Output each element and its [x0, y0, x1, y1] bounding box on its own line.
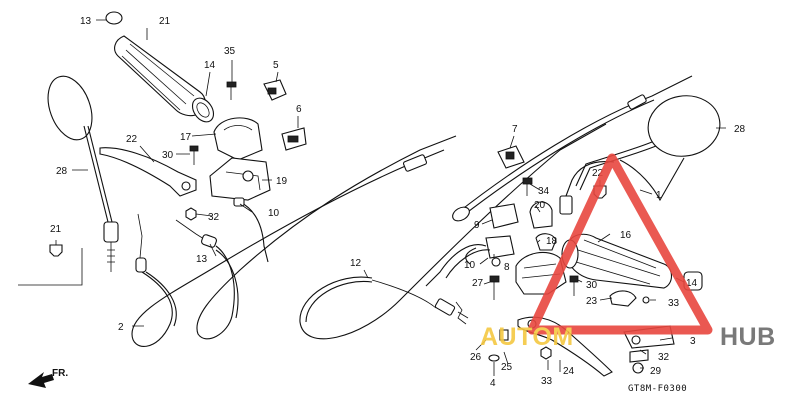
- callout-6: 6: [296, 104, 302, 115]
- callout-labels: 13 21 14 35 5 6 17 22 30 28 19 32 10 13 …: [50, 16, 746, 389]
- callout-22: 22: [126, 134, 138, 145]
- bolt-30-left: [189, 145, 199, 165]
- callout-32-left: 32: [208, 212, 220, 223]
- right-mirror: [575, 95, 721, 191]
- watermark-text-right: HUB: [720, 323, 776, 351]
- brake-switch-assembly: [465, 201, 557, 265]
- screw-34: [522, 177, 533, 196]
- callout-10-left: 10: [268, 208, 280, 219]
- leader-lines: [72, 19, 726, 376]
- hardware-26-25-4: [455, 301, 509, 362]
- callout-33: 33: [668, 298, 680, 309]
- callout-3: 3: [690, 336, 696, 347]
- callout-16: 17: [180, 132, 192, 143]
- grip-left: [105, 11, 215, 123]
- callout-21-right: 22: [592, 168, 604, 179]
- switch-housing-upper: [213, 117, 263, 161]
- watermark-logo: AUTOM HUB: [480, 153, 776, 351]
- callout-28-left: 28: [56, 166, 68, 177]
- callout-13-left: 13: [80, 16, 92, 27]
- callout-11: 12: [350, 258, 362, 269]
- callout-25: 25: [501, 362, 513, 373]
- callout-30-right: 30: [586, 280, 598, 291]
- callout-26: 26: [470, 352, 482, 363]
- wire-10-right: [425, 244, 501, 287]
- callout-28-right: 28: [734, 124, 746, 135]
- screw-35: [226, 81, 237, 100]
- callout-4: 4: [490, 378, 496, 389]
- bolt-27: [489, 275, 500, 300]
- front-direction-indicator: FR.: [28, 368, 68, 388]
- cable-1: [619, 157, 685, 202]
- cap-21-left: [18, 240, 83, 286]
- right-cable: [452, 75, 693, 222]
- callout-31: 32: [658, 352, 670, 363]
- nut-32-left: [185, 207, 197, 221]
- choke-cable: [299, 123, 607, 340]
- throttle-cable: [175, 135, 457, 340]
- callout-29: 29: [650, 366, 662, 377]
- callout-18: 19: [276, 176, 288, 187]
- callout-19: 18: [546, 236, 558, 247]
- callout-12: 13: [196, 254, 208, 265]
- clutch-lever: [99, 147, 197, 197]
- switch-7: [497, 145, 525, 169]
- watermark-triangle-icon: [527, 153, 713, 335]
- callout-32-right: 33: [541, 376, 553, 387]
- callout-10-right: 10: [464, 260, 476, 271]
- wire-10-left: [233, 197, 269, 263]
- watermark-text-left: AUTOM: [480, 323, 574, 351]
- callout-20: 20: [534, 200, 546, 211]
- hardware-23-33: [609, 290, 650, 307]
- diagram-code: GT8M-F0300: [628, 384, 687, 394]
- callout-14: 14: [204, 60, 216, 71]
- callout-13-right: 14: [686, 278, 698, 289]
- bolt-30-right: [569, 275, 579, 296]
- callout-2: 2: [118, 322, 124, 333]
- callout-30-left: 30: [162, 150, 174, 161]
- switch-6: [281, 127, 307, 151]
- clutch-cable: [131, 149, 445, 347]
- callout-1: 1: [656, 190, 662, 201]
- callout-17: 21: [159, 16, 171, 27]
- callout-7: 7: [512, 124, 518, 135]
- callout-9: 9: [474, 220, 480, 231]
- callout-27: 27: [472, 278, 484, 289]
- switch-5: [263, 79, 287, 101]
- front-label: FR.: [52, 368, 68, 379]
- callout-21-left: 21: [50, 224, 62, 235]
- callout-24: 24: [563, 366, 575, 377]
- callout-5: 5: [273, 60, 279, 71]
- callout-34: 34: [538, 186, 550, 197]
- switch-housing-lower: [209, 157, 271, 201]
- callout-15: 16: [620, 230, 632, 241]
- callout-23: 23: [586, 296, 598, 307]
- callout-8: 8: [504, 262, 510, 273]
- left-mirror: [47, 75, 119, 272]
- nut-32-right: [540, 346, 552, 360]
- callout-35: 35: [224, 46, 236, 57]
